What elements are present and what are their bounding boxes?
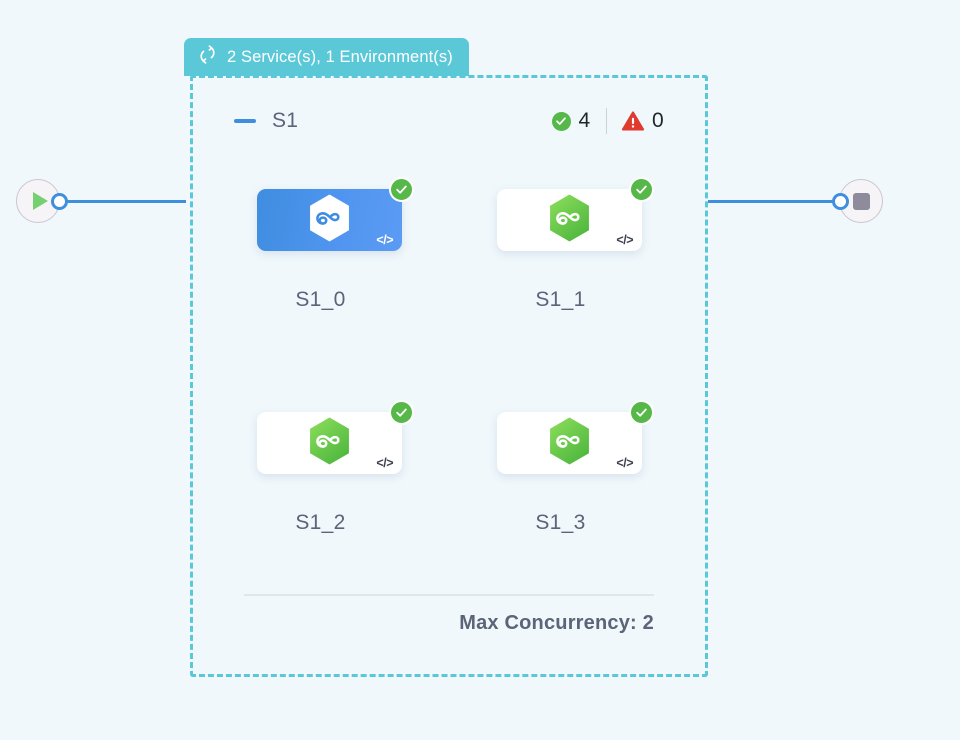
service-node-label: S1_1 [535,288,586,311]
end-node-input-port[interactable] [832,193,849,210]
warning-triangle-icon [622,111,644,131]
card-surface: </> [497,189,642,251]
edge-start-to-group[interactable] [58,200,186,203]
start-node-output-port[interactable] [51,193,68,210]
check-circle-icon [389,400,414,425]
service-node-card[interactable]: </> [497,177,654,251]
code-brackets-icon: </> [616,456,633,470]
card-surface: </> [257,189,402,251]
service-group-container[interactable] [190,75,708,677]
check-circle-icon [551,111,571,131]
service-node-card[interactable]: </> [257,400,414,474]
group-header-label: 2 Service(s), 1 Environment(s) [227,47,453,66]
group-status-cluster: 4 0 [551,108,665,134]
code-brackets-icon: </> [376,456,393,470]
stop-square-icon [852,192,870,210]
group-title-row: S1 4 0 [234,106,664,136]
status-divider [605,108,607,134]
card-surface: </> [257,412,402,474]
hexagon-service-icon [547,193,592,248]
warning-count: 0 [652,109,664,132]
play-triangle-icon [33,192,48,210]
service-node-label: S1_2 [295,511,346,534]
hexagon-service-icon [307,193,352,248]
edge-group-to-end[interactable] [708,200,841,203]
success-count: 4 [578,109,591,132]
check-circle-icon [629,400,654,425]
code-brackets-icon: </> [376,233,393,247]
loop-repeat-icon [197,44,218,70]
service-node-card[interactable]: </> [257,177,414,251]
minus-collapse-icon[interactable] [234,119,256,123]
check-circle-icon [389,177,414,202]
group-footer-divider [244,594,654,596]
max-concurrency-label: Max Concurrency: 2 [459,612,654,634]
card-surface: </> [497,412,642,474]
check-circle-icon [629,177,654,202]
hexagon-service-icon [307,416,352,471]
service-node-label: S1_3 [535,511,586,534]
service-node-label: S1_0 [295,288,346,311]
hexagon-service-icon [547,416,592,471]
code-brackets-icon: </> [616,233,633,247]
group-header-tab[interactable]: 2 Service(s), 1 Environment(s) [184,38,469,76]
service-node-card[interactable]: </> [497,400,654,474]
group-name-label: S1 [272,109,299,132]
